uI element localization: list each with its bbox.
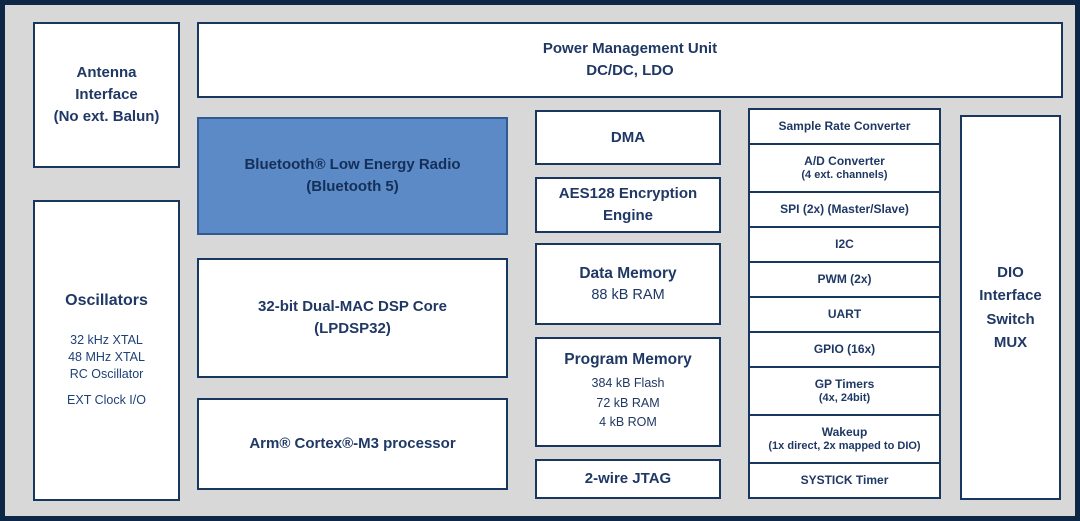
peripheral-label: SPI (2x) (Master/Slave)	[780, 202, 909, 216]
block-bluetooth-low-energy-radio: Bluetooth® Low Energy Radio (Bluetooth 5…	[197, 117, 508, 235]
block-power-management-unit: Power Management Unit DC/DC, LDO	[197, 22, 1063, 98]
program-memory-title: Program Memory	[564, 351, 692, 369]
block-data-memory: Data Memory 88 kB RAM	[535, 243, 721, 325]
oscillators-title: Oscillators	[65, 291, 148, 309]
peripheral-label: PWM (2x)	[817, 272, 872, 286]
peripherals-column: Sample Rate Converter A/D Converter (4 e…	[748, 108, 941, 499]
block-dio-interface-switch-mux: DIO Interface Switch MUX	[960, 115, 1061, 500]
block-cortex-m3-processor: Arm® Cortex®-M3 processor	[197, 398, 508, 490]
peripheral-label: GPIO (16x)	[813, 342, 876, 356]
peripheral-systick-timer: SYSTICK Timer	[748, 462, 941, 499]
oscillators-ext-clock: EXT Clock I/O	[67, 393, 146, 408]
peripheral-label: Sample Rate Converter	[778, 119, 911, 133]
data-memory-detail: 88 kB RAM	[591, 287, 665, 303]
program-memory-detail: 384 kB Flash 72 kB RAM 4 kB ROM	[591, 376, 665, 430]
peripheral-sublabel: (4x, 24bit)	[818, 391, 871, 404]
block-oscillators: Oscillators 32 kHz XTAL 48 MHz XTAL RC O…	[33, 200, 180, 501]
block-2-wire-jtag: 2-wire JTAG	[535, 459, 721, 499]
peripheral-uart: UART	[748, 296, 941, 333]
oscillators-xtal-list: 32 kHz XTAL 48 MHz XTAL RC Oscillator	[68, 332, 145, 381]
peripheral-label: UART	[827, 307, 862, 321]
block-dsp-core: 32-bit Dual-MAC DSP Core (LPDSP32)	[197, 258, 508, 378]
peripheral-ad-converter: A/D Converter (4 ext. channels)	[748, 143, 941, 193]
peripheral-sample-rate-converter: Sample Rate Converter	[748, 108, 941, 145]
block-antenna-interface: Antenna Interface (No ext. Balun)	[33, 22, 180, 168]
peripheral-gp-timers: GP Timers (4x, 24bit)	[748, 366, 941, 416]
block-dma: DMA	[535, 110, 721, 165]
peripheral-pwm: PWM (2x)	[748, 261, 941, 298]
peripheral-label: Wakeup	[821, 424, 868, 439]
peripheral-label: GP Timers	[814, 376, 875, 391]
peripheral-sublabel: (4 ext. channels)	[801, 168, 888, 181]
peripheral-wakeup: Wakeup (1x direct, 2x mapped to DIO)	[748, 414, 941, 464]
peripheral-sublabel: (1x direct, 2x mapped to DIO)	[768, 439, 921, 452]
peripheral-label: I2C	[835, 237, 854, 251]
peripheral-i2c: I2C	[748, 226, 941, 263]
block-program-memory: Program Memory 384 kB Flash 72 kB RAM 4 …	[535, 337, 721, 447]
peripheral-spi: SPI (2x) (Master/Slave)	[748, 191, 941, 228]
block-aes128-encryption-engine: AES128 Encryption Engine	[535, 177, 721, 233]
peripheral-gpio: GPIO (16x)	[748, 331, 941, 368]
peripheral-label: SYSTICK Timer	[800, 473, 889, 487]
peripheral-label: A/D Converter	[804, 153, 885, 168]
data-memory-title: Data Memory	[579, 265, 677, 282]
